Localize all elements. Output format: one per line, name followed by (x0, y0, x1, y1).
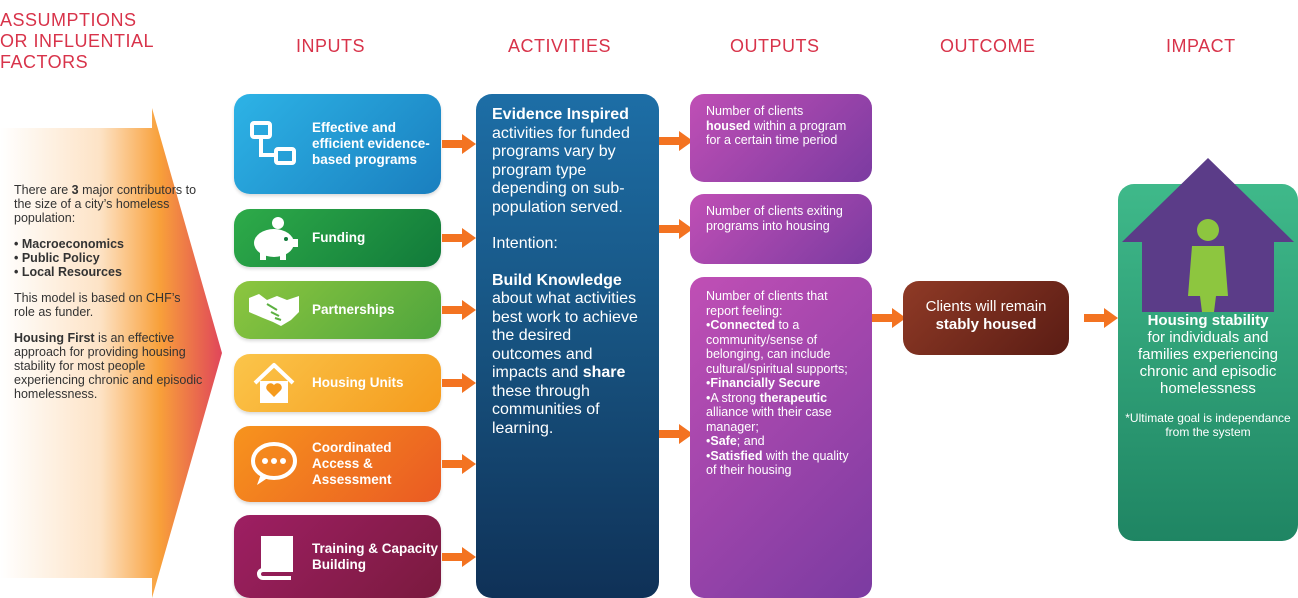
input-label: Training & Capacity Building (312, 540, 439, 572)
input-label: Effective and efficient evidence-based p… (312, 120, 430, 167)
assumptions-header-line2: OR INFLUENTIAL (0, 31, 155, 51)
impact-bold: Housing stability (1147, 312, 1269, 329)
arrow-right-icon (442, 134, 476, 154)
arrow-right-icon (872, 308, 906, 328)
input-label: Funding (312, 230, 366, 245)
factor-item: • Local Resources (14, 265, 122, 279)
outcome-box: Clients will remain stably housed (903, 281, 1069, 355)
impact-house-card (1118, 158, 1298, 541)
input-evidence-based-programs: Effective and efficient evidence-based p… (234, 94, 441, 194)
inputs-header: INPUTS (296, 36, 366, 56)
outcome-line1: Clients will remain (925, 298, 1047, 315)
outputs-header: OUTPUTS (730, 36, 820, 56)
arrow-right-icon (659, 424, 693, 444)
assumptions-header-line1: ASSUMPTIONS (0, 10, 137, 30)
assumptions-intro: There are 3 major contributors to the si… (14, 183, 197, 225)
arrow-right-icon (442, 454, 476, 474)
assumptions-factor-list: • Macroeconomics • Public Policy • Local… (14, 237, 204, 279)
arrow-right-icon (442, 373, 476, 393)
housing-first-note: Housing First is an effective approach f… (14, 331, 203, 401)
arrow-right-icon (442, 228, 476, 248)
input-housing-units: Housing Units (234, 354, 441, 412)
output-exiting: Number of clients exiting programs into … (690, 194, 872, 264)
output-feelings-list: Connected to a community/sense of belong… (706, 318, 856, 478)
handshake-icon (246, 285, 302, 335)
activities-intention: Intention: (492, 235, 558, 252)
chat-bubble-icon (246, 439, 302, 489)
arrow-right-icon (659, 219, 693, 239)
model-note: This model is based on CHF’s role as fun… (14, 291, 181, 319)
output-intro: Number of clients that report feeling: (706, 289, 828, 318)
list-item: Financially Secure (706, 376, 856, 391)
input-label: Coordinated Access & Assessment (312, 440, 392, 487)
outcome-bold: stably housed (935, 316, 1037, 333)
factor-item: • Public Policy (14, 251, 100, 265)
assumptions-arrow-shape (0, 108, 222, 598)
house-heart-icon (246, 358, 302, 408)
input-partnerships: Partnerships (234, 281, 441, 339)
book-icon (246, 532, 302, 582)
list-item: Safe; and (706, 434, 856, 449)
input-funding: Funding (234, 209, 441, 267)
arrow-right-icon (442, 547, 476, 567)
assumptions-header: ASSUMPTIONS OR INFLUENTIAL FACTORS (0, 10, 210, 73)
activities-header: ACTIVITIES (508, 36, 612, 56)
list-item: A strong therapeutic alliance with their… (706, 391, 856, 435)
impact-description: for individuals and families experiencin… (1137, 329, 1279, 397)
network-icon (246, 119, 302, 169)
list-item: Connected to a community/sense of belong… (706, 318, 856, 376)
impact-text: Housing stability for individuals and fa… (1124, 312, 1292, 439)
arrow-right-icon (442, 300, 476, 320)
input-coordinated-access: Coordinated Access & Assessment (234, 426, 441, 502)
list-item: Satisfied with the quality of their hous… (706, 449, 856, 478)
assumptions-header-line3: FACTORS (0, 52, 89, 72)
arrow-right-icon (659, 131, 693, 151)
impact-header: IMPACT (1166, 36, 1236, 56)
arrow-right-icon (1084, 308, 1118, 328)
outcome-header: OUTCOME (940, 36, 1036, 56)
factor-item: • Macroeconomics (14, 237, 124, 251)
input-training: Training & Capacity Building (234, 515, 441, 598)
assumptions-text: There are 3 major contributors to the si… (14, 183, 204, 413)
output-client-feelings: Number of clients that report feeling: C… (690, 277, 872, 598)
input-label: Housing Units (312, 375, 404, 390)
input-label: Partnerships (312, 302, 395, 317)
impact-note: *Ultimate goal is independance from the … (1125, 411, 1291, 439)
piggy-bank-icon (246, 213, 302, 263)
